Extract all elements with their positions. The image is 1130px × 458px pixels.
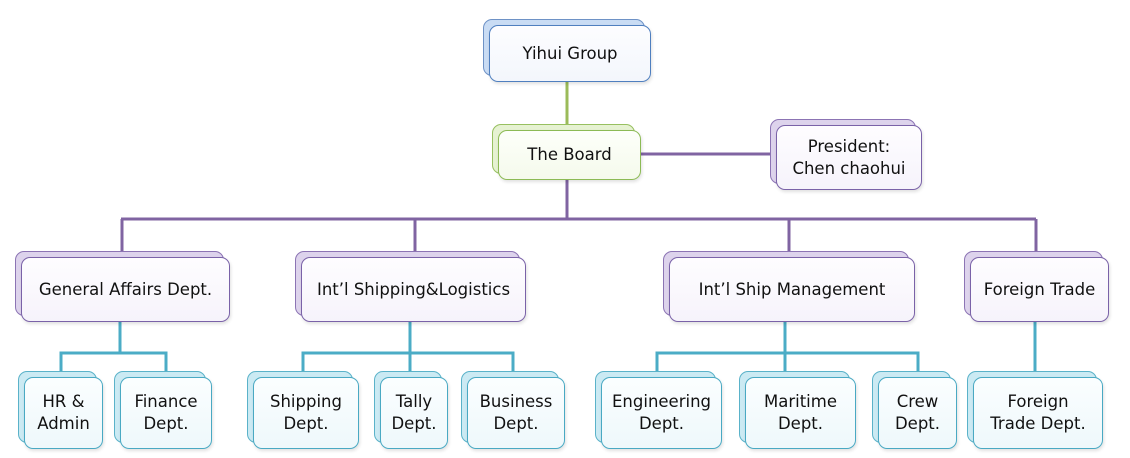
node-the-board[interactable]: The Board: [492, 124, 641, 180]
node-box: General Affairs Dept.: [21, 257, 230, 322]
node-president[interactable]: President: Chen chaohui: [770, 119, 922, 190]
node-label: Finance Dept.: [134, 392, 198, 433]
node-box: Maritime Dept.: [745, 377, 856, 449]
node-tally-dept[interactable]: Tally Dept.: [374, 371, 448, 449]
node-yihui-group[interactable]: Yihui Group: [483, 19, 651, 82]
node-label: The Board: [527, 145, 612, 164]
node-box: The Board: [498, 130, 641, 180]
node-label: President: Chen chaohui: [792, 136, 906, 178]
node-label: Int’l Ship Management: [698, 279, 886, 299]
node-label: Foreign Trade Dept.: [990, 392, 1086, 433]
node-label: Maritime Dept.: [764, 392, 837, 433]
node-box: President: Chen chaohui: [776, 125, 922, 190]
node-label: Yihui Group: [522, 43, 618, 63]
node-shipping-dept[interactable]: Shipping Dept.: [247, 371, 359, 449]
node-box: Engineering Dept.: [601, 377, 722, 449]
node-label: Tally Dept.: [391, 392, 437, 433]
node-label: Engineering Dept.: [612, 392, 711, 433]
node-general-affairs[interactable]: General Affairs Dept.: [15, 251, 230, 322]
node-box: HR & Admin: [24, 377, 103, 449]
node-label: Shipping Dept.: [270, 392, 342, 433]
node-box: Shipping Dept.: [253, 377, 359, 449]
node-label: Int’l Shipping&Logistics: [316, 279, 511, 299]
node-foreign-trade[interactable]: Foreign Trade: [964, 251, 1109, 322]
node-box: Yihui Group: [489, 25, 651, 82]
node-box: Finance Dept.: [120, 377, 212, 449]
node-intl-shipping-logistics[interactable]: Int’l Shipping&Logistics: [295, 251, 526, 322]
node-box: Foreign Trade: [970, 257, 1109, 322]
node-foreign-trade-dept[interactable]: Foreign Trade Dept.: [967, 371, 1103, 449]
node-label: HR & Admin: [37, 392, 90, 433]
node-box: Foreign Trade Dept.: [973, 377, 1103, 449]
node-box: Int’l Ship Management: [669, 257, 915, 322]
node-box: Crew Dept.: [878, 377, 957, 449]
node-label: General Affairs Dept.: [38, 279, 213, 299]
node-box: Business Dept.: [467, 377, 565, 449]
node-finance-dept[interactable]: Finance Dept.: [114, 371, 212, 449]
node-box: Int’l Shipping&Logistics: [301, 257, 526, 322]
node-hr-admin[interactable]: HR & Admin: [18, 371, 103, 449]
connector-shipping-children: [301, 351, 515, 377]
node-label: Foreign Trade: [983, 279, 1096, 299]
node-intl-ship-management[interactable]: Int’l Ship Management: [663, 251, 915, 322]
node-label: Crew Dept.: [894, 392, 941, 433]
node-crew-dept[interactable]: Crew Dept.: [872, 371, 957, 449]
connector-shipmgmt-children: [655, 351, 920, 377]
node-label: Business Dept.: [479, 392, 553, 433]
connector-general-children: [59, 351, 168, 377]
node-business-dept[interactable]: Business Dept.: [461, 371, 565, 449]
node-maritime-dept[interactable]: Maritime Dept.: [739, 371, 856, 449]
node-box: Tally Dept.: [380, 377, 448, 449]
node-engineering-dept[interactable]: Engineering Dept.: [595, 371, 722, 449]
